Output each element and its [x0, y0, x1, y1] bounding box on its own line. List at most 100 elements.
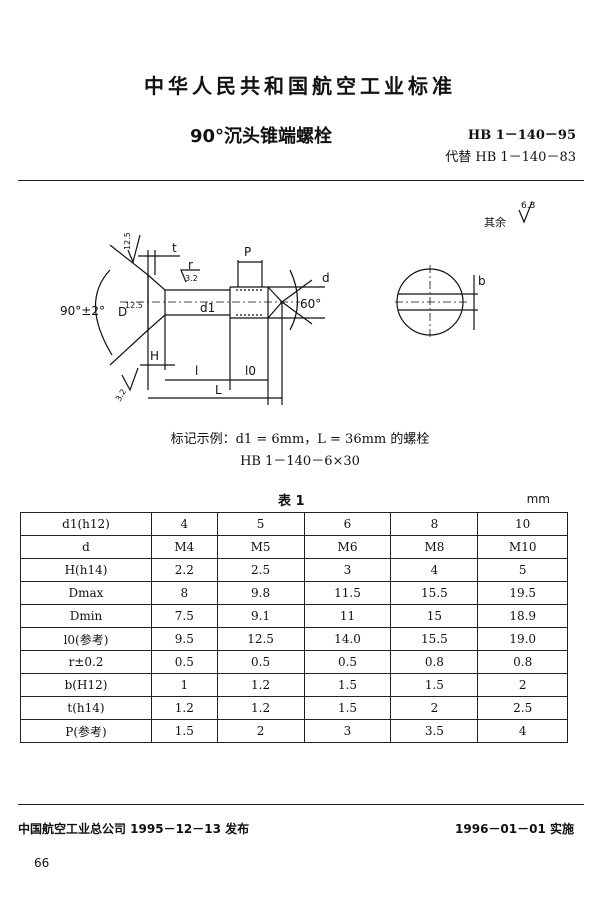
table-cell: 1.5	[390, 673, 479, 697]
bolt-drawing: 其余 6.3 12.5 3.2 12.5 3.2 90°±2° 60° t P …	[60, 201, 535, 405]
label-b: b	[478, 274, 486, 288]
row-header: b(H12)	[20, 673, 152, 697]
row-header: r±0.2	[20, 650, 152, 674]
label-L: L	[215, 383, 222, 397]
table-cell: 5	[477, 558, 568, 582]
table-cell: 5	[216, 512, 305, 536]
label-p: P	[244, 245, 251, 259]
row-header: H(h14)	[20, 558, 152, 582]
table-cell: 1.2	[151, 696, 218, 720]
page-number: 66	[34, 856, 50, 870]
table-cell: 1.5	[303, 673, 392, 697]
table-cell: 8	[390, 512, 479, 536]
bottom-rule	[18, 804, 584, 805]
table-cell: M6	[303, 535, 392, 559]
table-cell: 18.9	[477, 604, 568, 628]
head-angle: 90°±2°	[60, 304, 105, 318]
table-cell: 2	[216, 719, 305, 743]
roughness-other-value: 6.3	[521, 201, 535, 211]
table-cell: 2.5	[216, 558, 305, 582]
table-cell: 3.5	[390, 719, 479, 743]
label-t: t	[172, 241, 177, 255]
table-cell: 9.8	[216, 581, 305, 605]
issuer-info: 中国航空工业总公司 1995－12－13 发布	[18, 822, 250, 836]
table-cell: 3	[303, 719, 392, 743]
row-header: Dmin	[20, 604, 152, 628]
tip-angle: 60°	[300, 297, 321, 311]
table-cell: 9.5	[151, 627, 218, 651]
table-cell: 2	[477, 673, 568, 697]
standard-number: HB 1－140－95	[467, 128, 576, 143]
roughness-r-value: 3.2	[185, 274, 198, 283]
table-cell: 0.5	[151, 650, 218, 674]
table-cell: 1.2	[216, 696, 305, 720]
row-header: Dmax	[20, 581, 152, 605]
table-cell: 19.0	[477, 627, 568, 651]
label-D: D	[118, 305, 127, 319]
table-cell: 4	[477, 719, 568, 743]
roughness-note: 其余	[484, 215, 506, 229]
roughness-head-value: 12.5	[123, 232, 132, 250]
table-cell: 15.5	[390, 627, 479, 651]
table-unit: mm	[526, 492, 550, 506]
label-l: l	[195, 364, 198, 378]
table-cell: 0.5	[303, 650, 392, 674]
label-r: r	[188, 258, 193, 272]
table-cell: 1	[151, 673, 218, 697]
table-cell: 2.2	[151, 558, 218, 582]
row-header: l0(参考)	[20, 627, 152, 651]
label-d1: d1	[200, 301, 215, 315]
table-cell: 2.5	[477, 696, 568, 720]
table-cell: 6	[303, 512, 392, 536]
label-d: d	[322, 271, 330, 285]
org-standard-header: 中华人民共和国航空工业标准	[144, 74, 456, 98]
marking-example-line2: HB 1－140－6×30	[240, 454, 360, 469]
table-cell: M8	[390, 535, 479, 559]
table-cell: 15	[390, 604, 479, 628]
table-cell: M5	[216, 535, 305, 559]
table-cell: M10	[477, 535, 568, 559]
table-cell: 2	[390, 696, 479, 720]
table-cell: 11.5	[303, 581, 392, 605]
table-cell: 0.8	[477, 650, 568, 674]
effective-date: 1996－01－01 实施	[455, 822, 574, 836]
roughness-bottom-value: 3.2	[114, 387, 128, 403]
table-cell: M4	[151, 535, 218, 559]
table-cell: 4	[390, 558, 479, 582]
table-cell: 1.5	[303, 696, 392, 720]
table-cell: 19.5	[477, 581, 568, 605]
row-header: d1(h12)	[20, 512, 152, 536]
label-l0: l0	[245, 364, 256, 378]
row-header: d	[20, 535, 152, 559]
table-cell: 1.5	[151, 719, 218, 743]
row-header: t(h14)	[20, 696, 152, 720]
table-cell: 0.8	[390, 650, 479, 674]
marking-example-line1: 标记示例：d1 = 6mm，L = 36mm 的螺栓	[170, 432, 430, 447]
row-header: P(参考)	[20, 719, 152, 743]
table-cell: 0.5	[216, 650, 305, 674]
bolt-head	[147, 273, 166, 332]
table-cell: 8	[151, 581, 218, 605]
table-cell: 7.5	[151, 604, 218, 628]
table-cell: 1.2	[216, 673, 305, 697]
table-cell: 9.1	[216, 604, 305, 628]
table-title: 表 1	[278, 494, 305, 509]
page-title: 90°沉头锥端螺栓	[190, 126, 333, 147]
roughness-symbol	[518, 201, 533, 224]
table-cell: 3	[303, 558, 392, 582]
top-rule	[18, 180, 584, 181]
table-cell: 4	[151, 512, 218, 536]
table-cell: 10	[477, 512, 568, 536]
table-cell: 11	[303, 604, 392, 628]
